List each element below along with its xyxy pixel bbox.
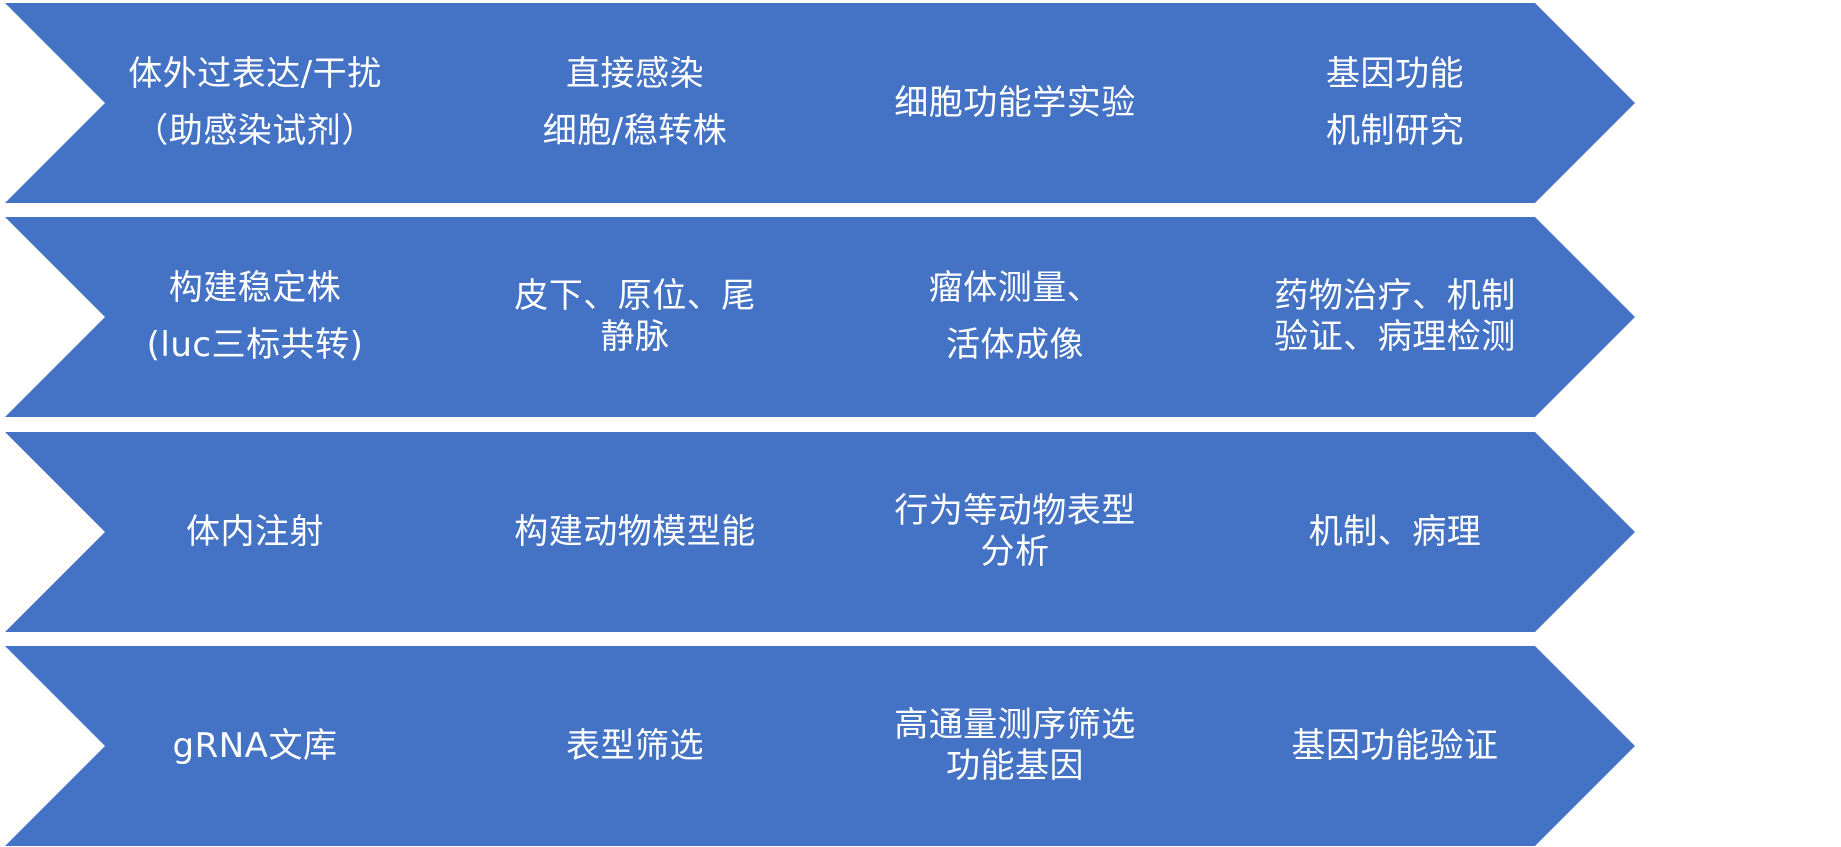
step-label-line: 基因功能 xyxy=(1326,54,1464,95)
step-label-line: 构建动物模型能 xyxy=(514,511,756,552)
step-label-line: 表型筛选 xyxy=(566,725,704,766)
step-label-line: 高通量测序筛选 xyxy=(894,705,1136,746)
flow-step: 构建动物模型能 xyxy=(385,432,875,632)
step-label-line: 活体成像 xyxy=(946,325,1084,365)
chevron-shape xyxy=(1145,3,1635,203)
chevron-shape xyxy=(1145,646,1635,846)
step-label: gRNA文库 xyxy=(85,646,425,846)
step-label: 细胞功能学实验 xyxy=(845,3,1185,203)
step-label-line: 瘤体测量、 xyxy=(928,268,1102,309)
step-label: 基因功能验证 xyxy=(1225,646,1565,846)
step-label: 瘤体测量、 活体成像 xyxy=(845,217,1185,417)
chevron-shape xyxy=(765,646,1255,846)
step-label-line: 药物治疗、机制 xyxy=(1274,276,1516,317)
flow-step: 皮下、原位、尾 静脉 xyxy=(385,217,875,417)
flow-row-3: 体内注射 构建动物模型能 行为等动物表型 分析 机制、病理 xyxy=(0,432,1841,632)
flow-step: gRNA文库 xyxy=(5,646,495,846)
step-label-line: 体内注射 xyxy=(186,511,324,552)
step-label: 构建稳定株 (luc三标共转) xyxy=(85,217,425,417)
chevron-shape xyxy=(385,646,875,846)
chevron-shape xyxy=(765,3,1255,203)
flow-row-4: gRNA文库 表型筛选 高通量测序筛选 功能基因 基因功能验证 xyxy=(0,646,1841,846)
chevron-shape xyxy=(5,217,495,417)
chevron-shape xyxy=(385,217,875,417)
flow-row-1: 体外过表达/干扰 （助感染试剂） 直接感染 细胞/稳转株 细胞功能学实验 基因功… xyxy=(0,3,1841,203)
step-label: 体内注射 xyxy=(85,432,425,632)
chevron-shape xyxy=(5,3,495,203)
flow-step: 体外过表达/干扰 （助感染试剂） xyxy=(5,3,495,203)
step-label-line: (luc三标共转) xyxy=(146,325,364,365)
step-label-line: 验证、病理检测 xyxy=(1274,317,1516,357)
chevron-shape xyxy=(5,646,495,846)
step-label-line: 体外过表达/干扰 xyxy=(128,54,382,95)
step-label-line: 皮下、原位、尾 xyxy=(514,276,756,317)
step-label-line: gRNA文库 xyxy=(172,725,338,766)
chevron-shape xyxy=(765,217,1255,417)
chevron-shape xyxy=(765,432,1255,632)
flow-row-2: 构建稳定株 (luc三标共转) 皮下、原位、尾 静脉 瘤体测量、 活体成像 药物… xyxy=(0,217,1841,417)
step-label-line: 机制研究 xyxy=(1326,111,1464,151)
step-label-line: 行为等动物表型 xyxy=(894,491,1136,532)
step-label: 机制、病理 xyxy=(1225,432,1565,632)
flow-step: 药物治疗、机制 验证、病理检测 xyxy=(1145,217,1635,417)
step-label: 皮下、原位、尾 静脉 xyxy=(465,217,805,417)
flow-step: 表型筛选 xyxy=(385,646,875,846)
step-label: 高通量测序筛选 功能基因 xyxy=(845,646,1185,846)
chevron-shape xyxy=(385,432,875,632)
step-label: 表型筛选 xyxy=(465,646,805,846)
step-label-line: 细胞功能学实验 xyxy=(894,82,1136,123)
step-label-line: （助感染试剂） xyxy=(134,111,376,151)
step-label-line: 机制、病理 xyxy=(1308,511,1482,552)
step-label-line: 基因功能验证 xyxy=(1291,725,1499,766)
step-label-line: 功能基因 xyxy=(946,746,1084,786)
flow-step: 瘤体测量、 活体成像 xyxy=(765,217,1255,417)
flow-step: 基因功能验证 xyxy=(1145,646,1635,846)
step-label: 基因功能 机制研究 xyxy=(1225,3,1565,203)
chevron-shape xyxy=(5,432,495,632)
step-label: 构建动物模型能 xyxy=(465,432,805,632)
chevron-shape xyxy=(1145,217,1635,417)
flow-step: 基因功能 机制研究 xyxy=(1145,3,1635,203)
step-label-line: 直接感染 xyxy=(566,54,704,95)
flow-step: 行为等动物表型 分析 xyxy=(765,432,1255,632)
flow-step: 高通量测序筛选 功能基因 xyxy=(765,646,1255,846)
chevron-shape xyxy=(385,3,875,203)
step-label: 直接感染 细胞/稳转株 xyxy=(465,3,805,203)
step-label-line: 细胞/稳转株 xyxy=(542,111,728,151)
step-label-line: 构建稳定株 xyxy=(168,268,342,309)
step-label: 行为等动物表型 分析 xyxy=(845,432,1185,632)
step-label: 体外过表达/干扰 （助感染试剂） xyxy=(85,3,425,203)
flow-step: 机制、病理 xyxy=(1145,432,1635,632)
step-label-line: 静脉 xyxy=(600,317,670,357)
flow-step: 体内注射 xyxy=(5,432,495,632)
chevron-shape xyxy=(1145,432,1635,632)
flow-step: 直接感染 细胞/稳转株 xyxy=(385,3,875,203)
flow-step: 构建稳定株 (luc三标共转) xyxy=(5,217,495,417)
step-label-line: 分析 xyxy=(980,532,1050,572)
step-label: 药物治疗、机制 验证、病理检测 xyxy=(1225,217,1565,417)
flow-step: 细胞功能学实验 xyxy=(765,3,1255,203)
